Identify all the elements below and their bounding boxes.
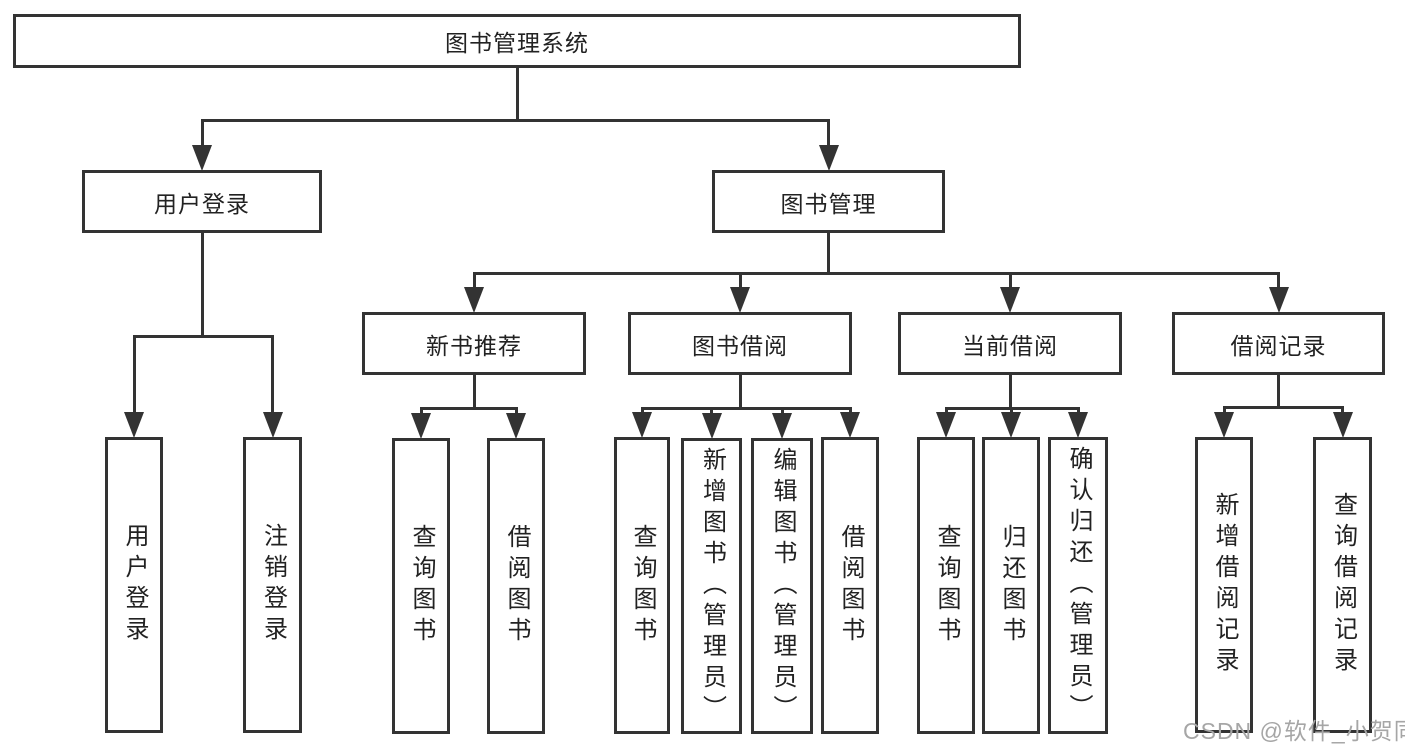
connector-line (1277, 272, 1280, 292)
connector-line (515, 68, 519, 122)
connector-line (472, 272, 476, 292)
watermark: CSDN @软件_小贺同学 (1183, 718, 1405, 744)
connector-line (1222, 406, 1226, 417)
connector-line (1008, 272, 1012, 292)
node-book-borrow: 图书借阅 (628, 312, 852, 375)
arrowhead-down-icon (840, 412, 860, 438)
arrowhead-down-icon (1068, 412, 1088, 438)
node-current-borrow: 当前借阅 (898, 312, 1122, 375)
node-cb-query: 查询图书 (917, 437, 975, 734)
node-logout: 注销登录 (243, 437, 302, 733)
connector-line (419, 407, 423, 418)
arrowhead-down-icon (772, 413, 792, 439)
connector-line (1222, 406, 1344, 409)
connector-line (271, 335, 274, 417)
arrowhead-down-icon (506, 413, 526, 439)
arrowhead-down-icon (124, 412, 144, 438)
connector-line (1008, 375, 1012, 410)
connector-line (132, 335, 274, 338)
connector-line (200, 119, 830, 122)
node-nb-borrow: 借阅图书 (487, 438, 545, 734)
node-bb-edit: 编辑图书（管理员） (751, 438, 813, 734)
arrowhead-down-icon (1268, 287, 1289, 313)
node-br-query: 查询借阅记录 (1313, 437, 1372, 733)
arrowhead-down-icon (1332, 412, 1353, 438)
connector-line (200, 119, 204, 150)
node-new-book: 新书推荐 (362, 312, 586, 375)
node-br-add: 新增借阅记录 (1195, 437, 1253, 733)
connector-line (738, 272, 742, 292)
node-borrow-record: 借阅记录 (1172, 312, 1385, 375)
arrowhead-down-icon (411, 413, 431, 439)
node-nb-query: 查询图书 (392, 438, 450, 734)
node-bb-query: 查询图书 (614, 437, 670, 734)
connector-line (1277, 375, 1280, 409)
arrowhead-down-icon (936, 412, 956, 438)
node-cb-confirm: 确认归还（管理员） (1048, 437, 1108, 734)
arrowhead-down-icon (1000, 287, 1020, 313)
connector-line (827, 233, 830, 275)
arrowhead-down-icon (192, 145, 212, 171)
connector-line (200, 233, 204, 338)
connector-line (738, 375, 742, 410)
arrowhead-down-icon (1214, 412, 1234, 438)
node-root: 图书管理系统 (13, 14, 1021, 68)
node-user-login: 用户登录 (82, 170, 322, 233)
connector-line (827, 119, 830, 150)
connector-line (780, 407, 784, 418)
node-login: 用户登录 (105, 437, 163, 733)
connector-line (472, 375, 476, 410)
arrowhead-down-icon (464, 287, 484, 313)
connector-line (472, 272, 1280, 275)
node-bb-borrow: 借阅图书 (821, 437, 879, 734)
connector-line (419, 407, 518, 410)
connector-line (514, 407, 518, 418)
connector-line (1341, 406, 1344, 417)
arrowhead-down-icon (262, 412, 283, 438)
connector-line (132, 335, 136, 417)
connector-line (710, 407, 713, 418)
arrowhead-down-icon (1001, 412, 1021, 438)
node-book-mgmt: 图书管理 (712, 170, 945, 233)
arrowhead-down-icon (730, 287, 750, 313)
connector-line (640, 407, 852, 410)
node-bb-add: 新增图书（管理员） (681, 438, 742, 734)
arrowhead-down-icon (632, 412, 652, 438)
arrowhead-down-icon (701, 413, 722, 439)
node-cb-return: 归还图书 (982, 437, 1040, 734)
arrowhead-down-icon (818, 145, 839, 171)
